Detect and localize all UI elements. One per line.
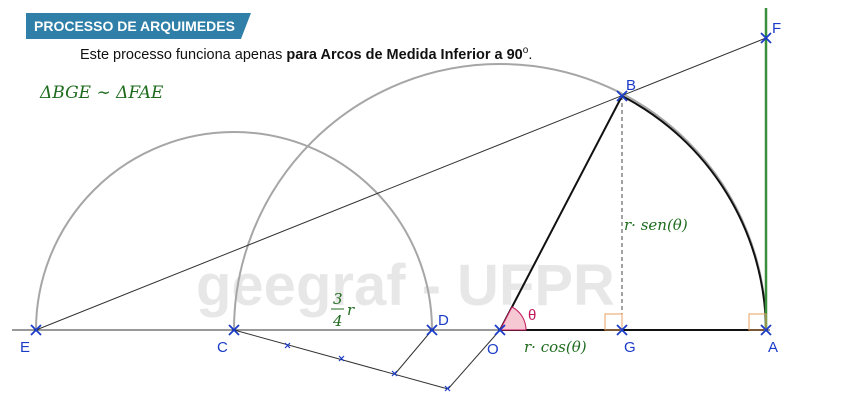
line-ob: [499, 95, 623, 331]
similarity-formula: ΔBGE ∼ ΔFAE: [39, 83, 164, 103]
subtitle: Este processo funciona apenas para Arcos…: [80, 45, 532, 63]
label-rsen: r· sen(θ): [624, 216, 688, 234]
aux-ticks: [284, 342, 451, 392]
fraction-variable: r: [347, 301, 355, 319]
label-a: A: [768, 339, 778, 356]
theta-label: θ: [528, 307, 536, 324]
tick-4: [444, 385, 451, 392]
tick-3: [391, 370, 398, 377]
fraction-numerator: 3: [333, 290, 343, 308]
label-f: F: [772, 20, 781, 37]
tick-1: [284, 342, 291, 349]
parallel-line-d: [394, 329, 433, 375]
subtitle-text: Este processo funciona apenas: [80, 46, 287, 63]
point-g[interactable]: [616, 324, 628, 336]
title-badge: PROCESSO DE ARQUIMEDES: [26, 13, 251, 39]
semicircle-o: [233, 63, 767, 331]
angle-theta: [499, 306, 527, 331]
parallel-line-o: [447, 329, 501, 390]
subtitle-bold: para Arcos de Medida Inferior a 90: [286, 46, 523, 63]
point-f[interactable]: [760, 32, 772, 44]
line-ef: [35, 37, 767, 331]
subtitle-degree: o: [522, 45, 529, 56]
fraction-denominator: 4: [332, 312, 343, 330]
right-angle-a: [748, 313, 767, 331]
watermark: geegraf - UFPR: [196, 253, 615, 318]
tick-2: [338, 355, 345, 362]
point-b[interactable]: [616, 90, 628, 102]
label-d: D: [438, 312, 449, 329]
point-a[interactable]: [760, 324, 772, 336]
right-angle-g: [604, 313, 623, 331]
point-e[interactable]: [30, 324, 42, 336]
point-o[interactable]: [494, 324, 506, 336]
label-b: B: [626, 77, 636, 94]
subtitle-end: .: [528, 46, 533, 63]
label-g: G: [624, 339, 636, 356]
semicircle-c: [35, 131, 433, 331]
label-c: C: [217, 339, 228, 356]
label-o: O: [487, 341, 499, 358]
label-e: E: [20, 339, 30, 356]
point-c[interactable]: [228, 324, 240, 336]
label-rcos: r· cos(θ): [524, 338, 587, 356]
point-d[interactable]: [426, 324, 438, 336]
arc-ba: [621, 95, 767, 331]
